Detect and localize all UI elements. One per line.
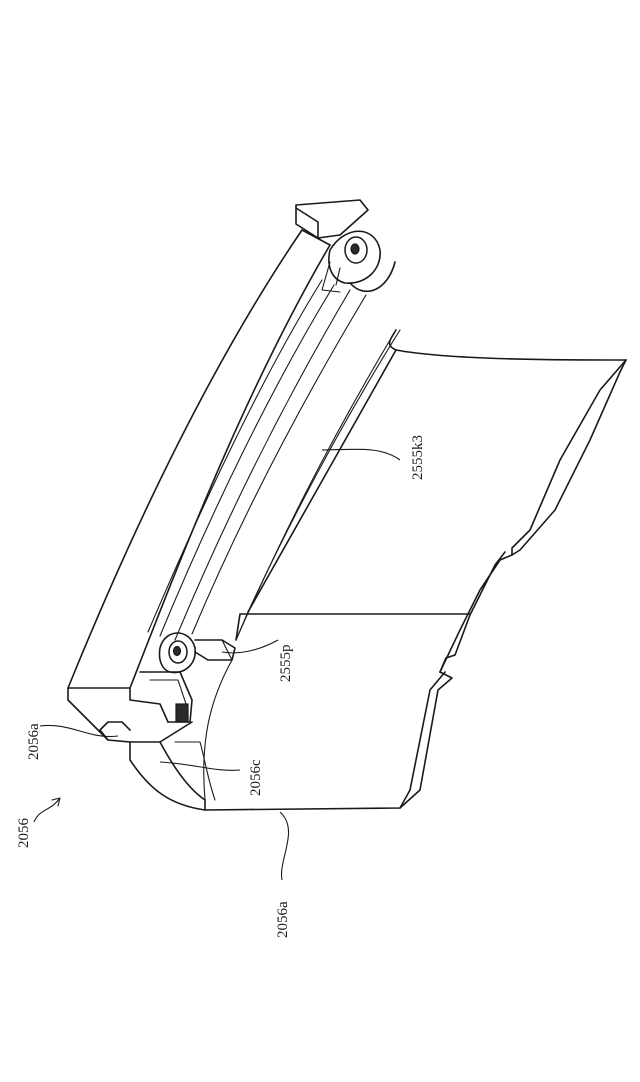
label-2555p: 2555p [278, 645, 294, 683]
label-2056a-top: 2056a [26, 723, 42, 760]
leader-2555k3 [322, 449, 400, 460]
leader-2056c [160, 762, 240, 770]
front-end-profile [68, 688, 215, 810]
leader-lines [40, 449, 400, 880]
rail-grooves [148, 280, 400, 640]
figure-ref-arrow [34, 798, 60, 822]
hinge-boss-top [322, 231, 395, 292]
leader-2056a-bottom [280, 812, 289, 880]
label-2056a-bottom: 2056a [275, 901, 291, 938]
leader-2555p [222, 640, 278, 653]
label-figure-ref: 2056 [16, 818, 32, 849]
label-2056c: 2056c [248, 759, 264, 796]
labels: 2056 2056a 2056c 2555p 2555k3 2056a [16, 435, 426, 938]
label-2555k3: 2555k3 [410, 435, 426, 480]
leader-2056a-top [40, 725, 118, 736]
